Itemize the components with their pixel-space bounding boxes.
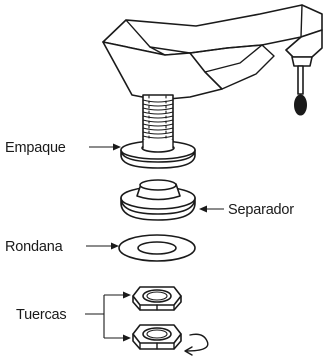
threaded-shank: [142, 94, 174, 148]
nut-lower: [132, 324, 182, 350]
lift-rod: [294, 65, 307, 116]
leader-rondana: [86, 242, 119, 250]
gasket-empaque: [120, 139, 196, 169]
leader-empaque: [89, 143, 121, 151]
nut-upper: [132, 286, 182, 311]
faucet-spout: [102, 4, 323, 101]
label-empaque: Empaque: [5, 140, 66, 156]
label-separador: Separador: [228, 202, 294, 218]
separator: [120, 179, 196, 221]
leader-separador: [199, 205, 224, 213]
label-tuercas: Tuercas: [16, 307, 66, 323]
label-rondana: Rondana: [5, 239, 64, 255]
leader-tuercas: [85, 291, 131, 342]
washer: [118, 234, 196, 262]
rotation-arrow-icon: [184, 333, 209, 356]
